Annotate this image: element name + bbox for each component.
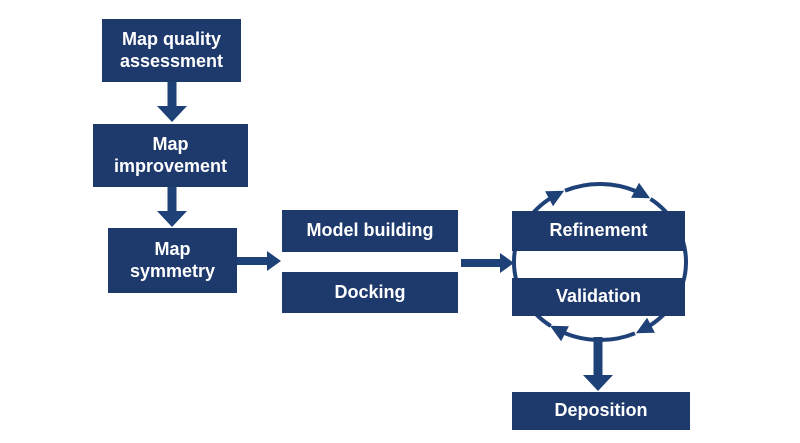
node-deposition: Deposition [512, 392, 690, 430]
node-model-building: Model building [282, 210, 458, 252]
cycle-arrowhead-top-right-icon [631, 182, 651, 199]
cycle-arrowhead-bottom-right-icon [635, 317, 655, 334]
right-arrow-symmetry-to-building [237, 251, 281, 271]
node-validation: Validation [512, 278, 685, 316]
right-arrow-building-to-refinement [461, 253, 514, 273]
node-map-quality-assessment: Map quality assessment [102, 19, 241, 82]
node-docking: Docking [282, 272, 458, 313]
cycle-arrowhead-bottom-left-icon [549, 325, 569, 342]
node-map-improvement: Map improvement [93, 124, 248, 187]
down-arrow-quality-to-improvement [157, 82, 187, 122]
refine-validate-cycle [511, 181, 688, 343]
down-arrow-improvement-to-symmetry [157, 187, 187, 227]
node-refinement: Refinement [512, 211, 685, 251]
cycle-arrowhead-top-left-icon [545, 190, 565, 207]
down-arrow-cycle-to-deposition [583, 337, 613, 391]
node-map-symmetry: Map symmetry [108, 228, 237, 293]
cycle-arc-top [564, 181, 639, 194]
